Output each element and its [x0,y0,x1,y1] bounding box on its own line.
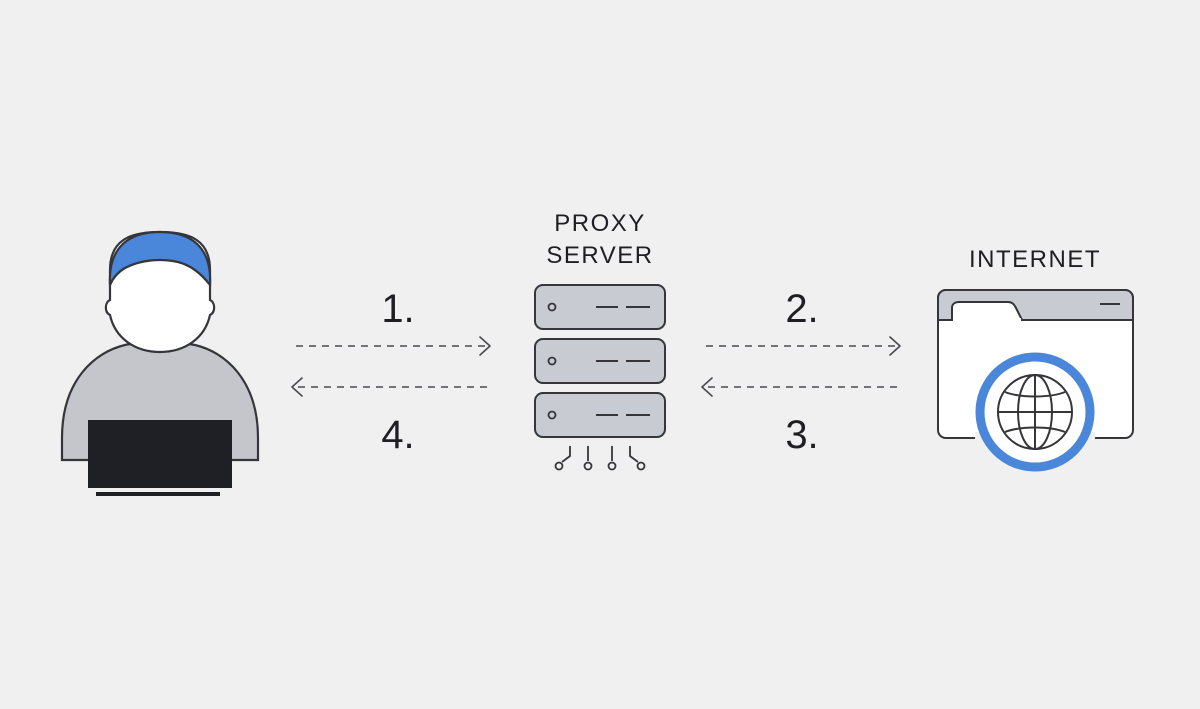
server-connectors [554,446,646,471]
proxy-label-line1: PROXY [554,210,646,237]
arrow-step-1 [296,336,491,356]
arrow-step-2 [706,336,901,356]
user-icon [60,230,260,496]
step-4-label: 4. [381,413,414,457]
proxy-label-line2: SERVER [546,242,653,269]
internet-label: INTERNET [969,246,1101,273]
server-unit-3 [534,392,666,438]
step-3-label: 3. [785,413,818,457]
server-icon [534,284,666,471]
step-2-label: 2. [785,287,818,331]
arrow-step-4 [291,377,488,397]
laptop-screen [88,420,232,488]
step-1-label: 1. [381,287,414,331]
laptop-base [96,492,220,496]
user-hair [108,230,212,289]
arrow-step-3 [701,377,898,397]
globe-icon [975,352,1095,472]
server-unit-1 [534,284,666,330]
browser-tab [951,301,1023,321]
server-unit-2 [534,338,666,384]
